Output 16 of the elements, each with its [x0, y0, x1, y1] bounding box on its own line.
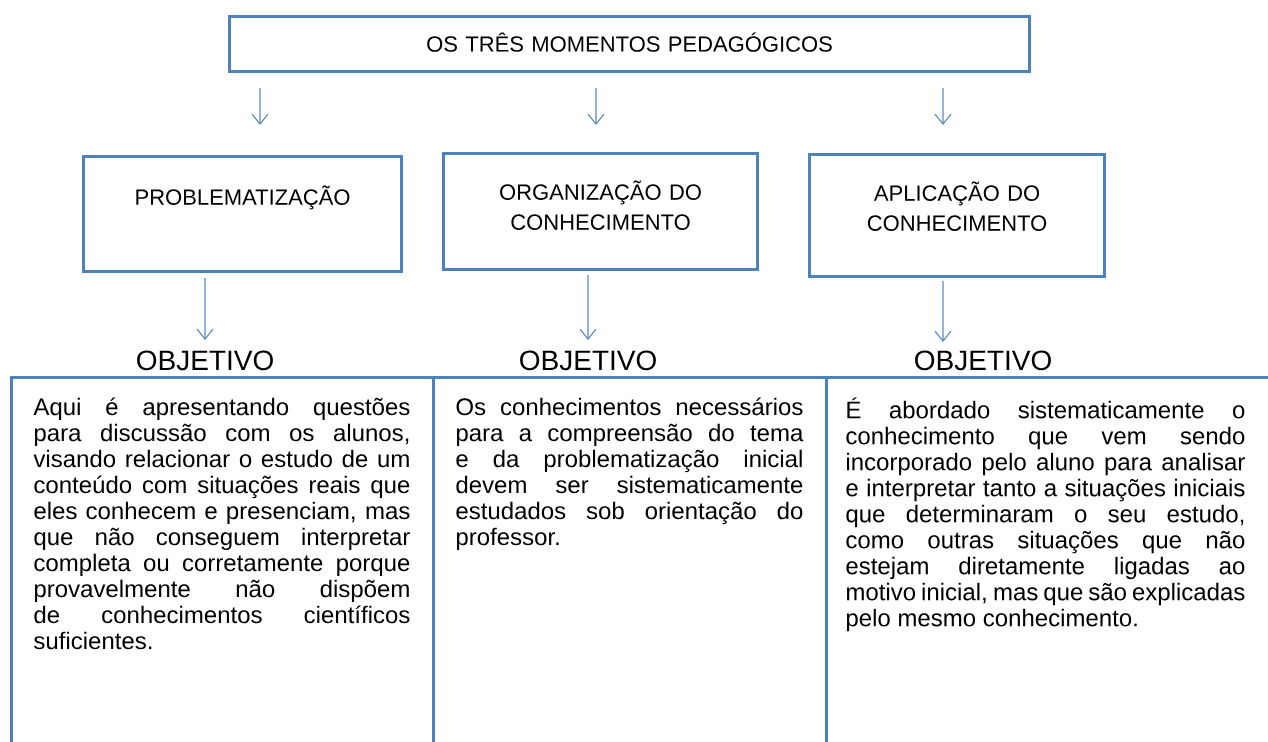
- section-heading: OBJETIVO: [520, 350, 656, 371]
- arrow: [934, 87, 952, 125]
- arrow: [579, 274, 597, 341]
- objective-box: É abordado sistematicamente o conhecimento que vem sendo incorporado pelo aluno para analisar e interpretar tanto a situações iniciais que determinaram o seu estudo, como outras situações que não estejam diretamente ligadas ao motivo inicial, mas que são explicadas pelo mesmo conhecimento.: [825, 376, 1268, 742]
- section-heading: OBJETIVO: [137, 350, 273, 371]
- stage-box: PROBLEMATIZAÇÃO: [82, 155, 403, 273]
- objective-box: Aqui é apresentando questões para discussão com os alunos, visando relacionar o estudo de um conteúdo com situações reais que eles conhecem e presenciam, mas que não conseguem interpretar completa ou corretamente porque provavelmente não dispõem de conhecimentos científicos suficientes.: [10, 376, 435, 742]
- section-heading: OBJETIVO: [915, 350, 1051, 371]
- arrow: [196, 277, 214, 341]
- objective-box: Os conhecimentos necessários para a compreensão do tema e da problematização inicial devem ser sistematicamente estudados sob orientação do professor.: [432, 376, 828, 742]
- arrow: [934, 280, 952, 343]
- title-box: OS TRÊS MOMENTOS PEDAGÓGICOS: [228, 15, 1031, 73]
- arrow: [587, 87, 605, 125]
- arrow: [251, 87, 269, 125]
- stage-box: ORGANIZAÇÃO DO CONHECIMENTO: [442, 152, 759, 271]
- stage-box: APLICAÇÃO DO CONHECIMENTO: [808, 153, 1106, 278]
